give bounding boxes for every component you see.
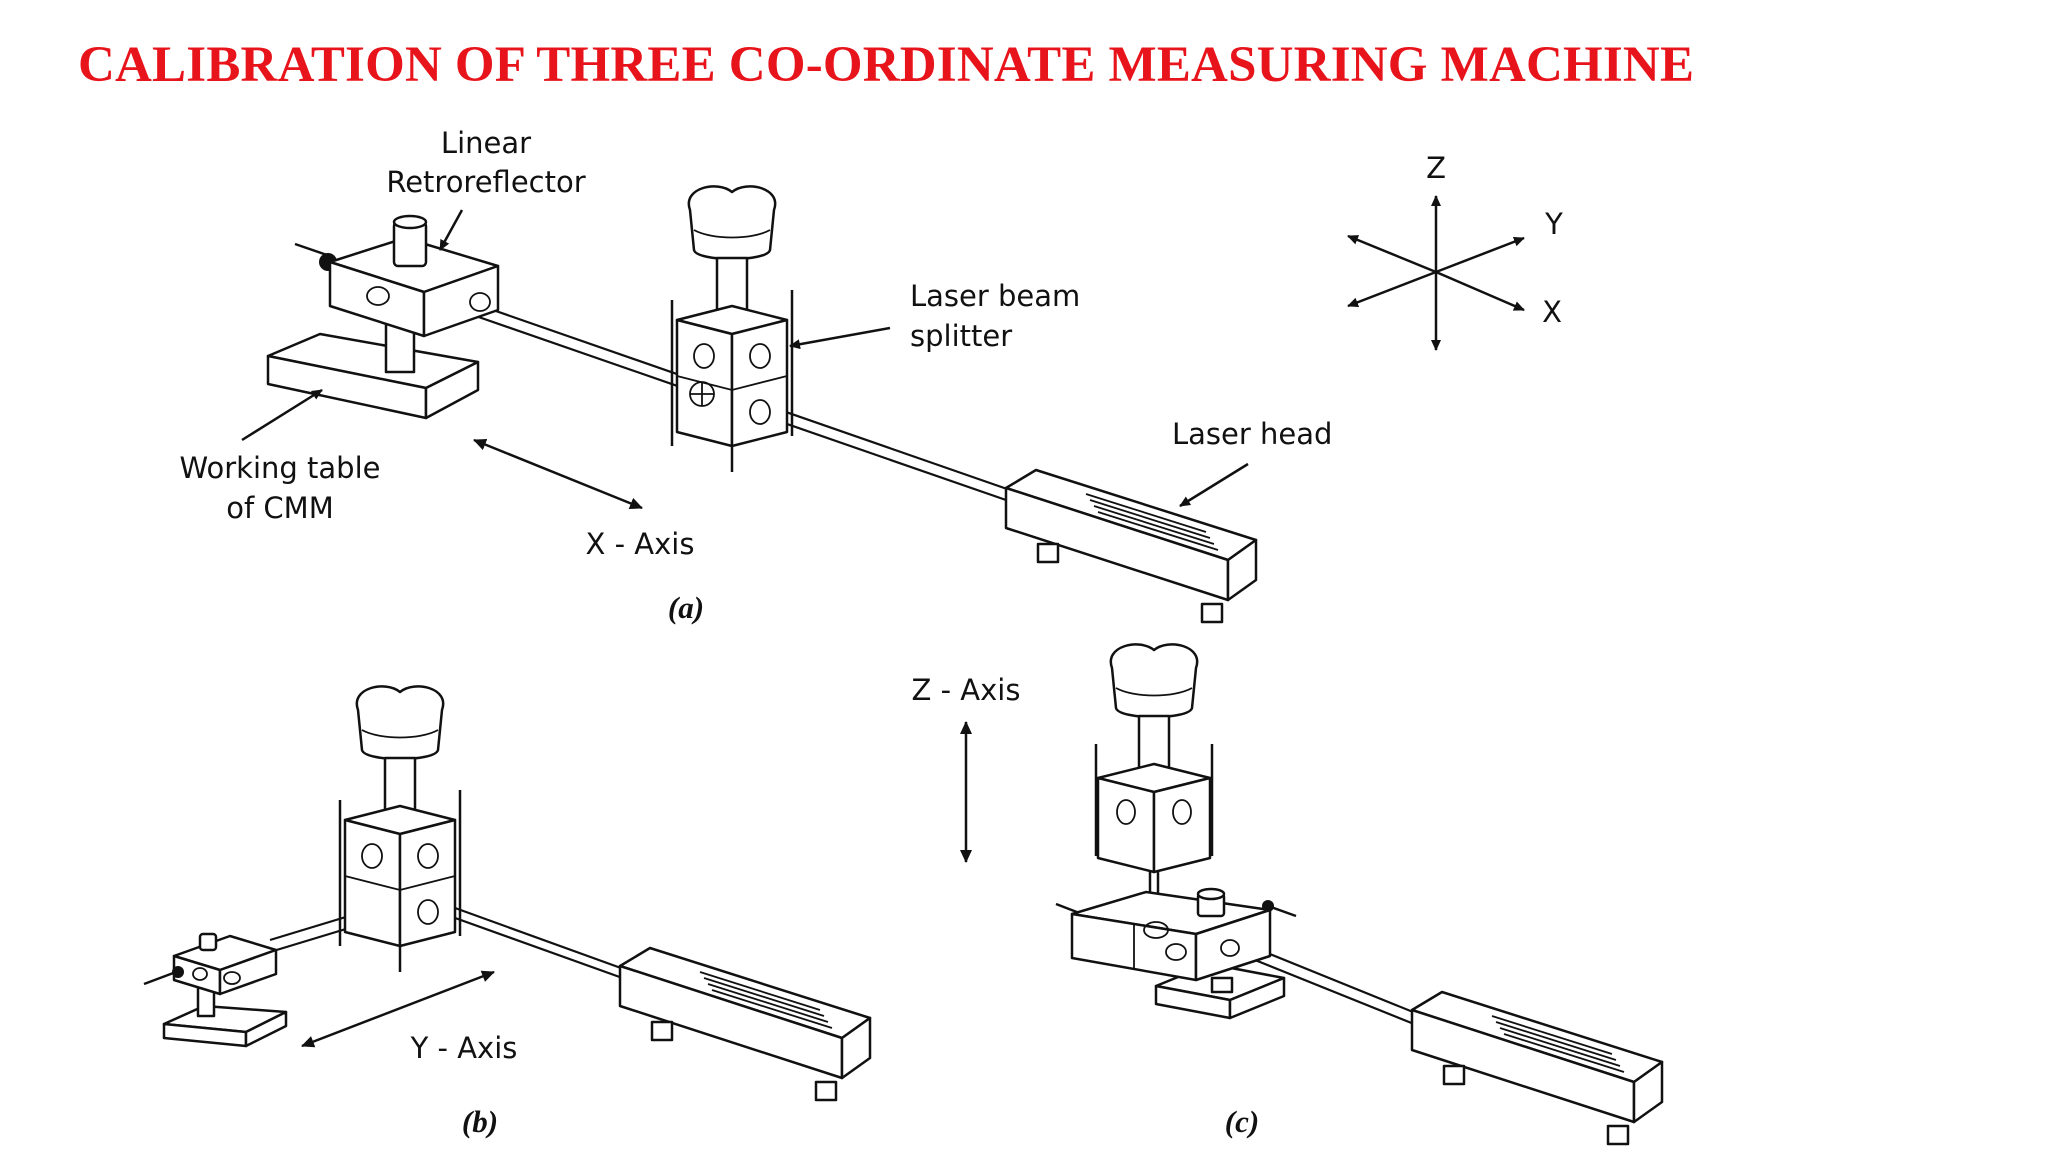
triad-x-label: X: [1542, 295, 1562, 329]
slide-title: CALIBRATION OF THREE CO-ORDINATE MEASURI…: [78, 37, 1695, 93]
caption-c: (c): [1225, 1104, 1259, 1139]
laser-beam-splitter-b: [338, 685, 462, 974]
linear-retroreflector-b: [143, 932, 278, 996]
label-retroreflector: Retroreflector: [386, 165, 585, 199]
laser-beam-splitter-c: [1094, 643, 1214, 922]
label-x-axis: X - Axis: [586, 527, 695, 561]
label-working-table: Working table: [180, 451, 381, 485]
diagram-a: Linear Retroreflector Laser beam splitte…: [180, 126, 1333, 625]
triad-y-label: Y: [1544, 207, 1563, 241]
label-laser-head: Laser head: [1172, 417, 1332, 451]
laser-head-c: [1410, 990, 1664, 1146]
diagram-c: Z - Axis (c): [912, 643, 1664, 1146]
coordinate-triad: Z Y X: [1347, 151, 1563, 351]
caption-a: (a): [668, 590, 704, 625]
label-z-axis: Z - Axis: [912, 673, 1021, 707]
caption-b: (b): [462, 1104, 498, 1139]
triad-z-label: Z: [1426, 151, 1446, 185]
y-axis-arrow: [301, 970, 495, 1048]
x-axis-arrow: [473, 438, 643, 510]
linear-retroreflector-c: [1055, 887, 1297, 994]
laser-head-b: [618, 946, 872, 1102]
laser-beam-splitter-a: [670, 185, 794, 474]
label-linear: Linear: [441, 126, 531, 160]
label-splitter: splitter: [910, 319, 1012, 353]
label-laser-beam: Laser beam: [910, 279, 1080, 313]
label-of-cmm: of CMM: [226, 491, 333, 525]
laser-head-a: [1004, 468, 1258, 624]
label-y-axis: Y - Axis: [410, 1031, 518, 1065]
linear-retroreflector-a: [294, 209, 500, 374]
diagram-b: Y - Axis (b): [143, 685, 872, 1139]
